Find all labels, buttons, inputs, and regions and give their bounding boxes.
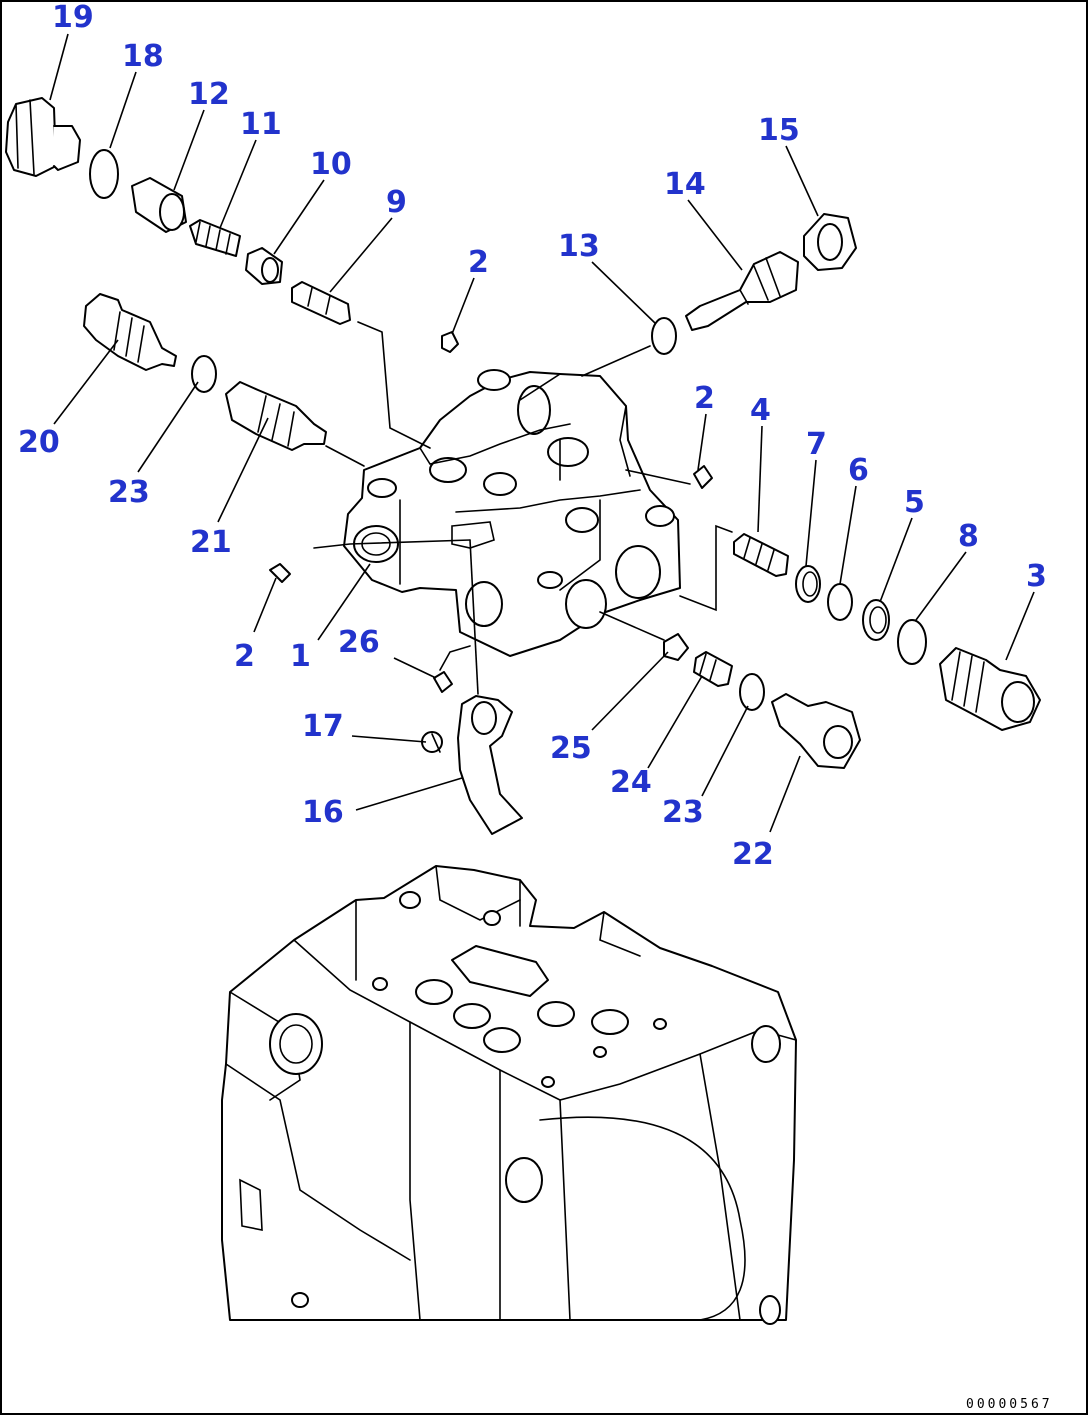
part-3-valve-cap (939, 647, 1041, 731)
part-6-o-ring (827, 583, 853, 621)
part-10-retainer (245, 247, 283, 285)
callout-6: 6 (848, 453, 869, 488)
part-20-valve (83, 293, 177, 371)
callout-19: 19 (52, 0, 94, 35)
part-24-spring (693, 651, 733, 687)
callout-10: 10 (310, 147, 352, 182)
part-25-plug (663, 633, 689, 661)
callout-24: 24 (610, 765, 652, 800)
callout-9: 9 (386, 185, 407, 220)
part-9-spool (291, 281, 351, 325)
callout-7: 7 (806, 427, 827, 462)
callout-2-top: 2 (468, 245, 489, 280)
part-21-valve (225, 381, 327, 451)
callout-11: 11 (240, 107, 282, 142)
part-15-nut (803, 213, 857, 271)
callout-26: 26 (338, 625, 380, 660)
callout-14: 14 (664, 167, 706, 202)
part-18-o-ring (89, 149, 119, 199)
part-23-o-ring-lower (739, 673, 765, 711)
callout-5: 5 (904, 485, 925, 520)
part-7-snap-ring (795, 565, 821, 603)
callout-15: 15 (758, 113, 800, 148)
callout-labels: 19 18 12 11 10 9 2 13 14 15 20 23 21 2 4… (18, 0, 1047, 872)
callout-8: 8 (958, 519, 979, 554)
callout-12: 12 (188, 77, 230, 112)
part-2-plug-left (269, 563, 291, 583)
part-2-plug-top (441, 331, 459, 353)
part-14-valve (685, 251, 799, 331)
part-19-plug (5, 97, 81, 177)
callout-23-upper: 23 (108, 475, 150, 510)
callout-16: 16 (302, 795, 344, 830)
part-26-plug (433, 671, 453, 693)
part-2-plug-right (693, 465, 713, 489)
assembly-guide-lines (313, 321, 733, 695)
callout-21: 21 (190, 525, 232, 560)
callout-25: 25 (550, 731, 592, 766)
callout-2-left: 2 (234, 639, 255, 674)
part-1-valve-body (343, 369, 681, 657)
callout-22: 22 (732, 837, 774, 872)
callout-13: 13 (558, 229, 600, 264)
callout-18: 18 (122, 39, 164, 74)
part-5-backup-ring (862, 599, 890, 641)
part-8-o-ring (897, 619, 927, 665)
callout-2-right: 2 (694, 381, 715, 416)
part-22-plug (771, 693, 861, 769)
part-12-sleeve (131, 177, 187, 233)
part-13-o-ring (651, 317, 677, 355)
pump-case-housing (221, 865, 797, 1325)
document-number: 00000567 (966, 1397, 1053, 1412)
callout-20: 20 (18, 425, 60, 460)
callout-leader-lines (49, 33, 1035, 833)
callout-23-lower: 23 (662, 795, 704, 830)
callout-3: 3 (1026, 559, 1047, 594)
callout-1: 1 (290, 639, 311, 674)
part-11-spring (189, 219, 241, 257)
part-4-spring (733, 533, 789, 577)
callout-4: 4 (750, 393, 771, 428)
callout-17: 17 (302, 709, 344, 744)
part-16-lever (457, 695, 523, 835)
